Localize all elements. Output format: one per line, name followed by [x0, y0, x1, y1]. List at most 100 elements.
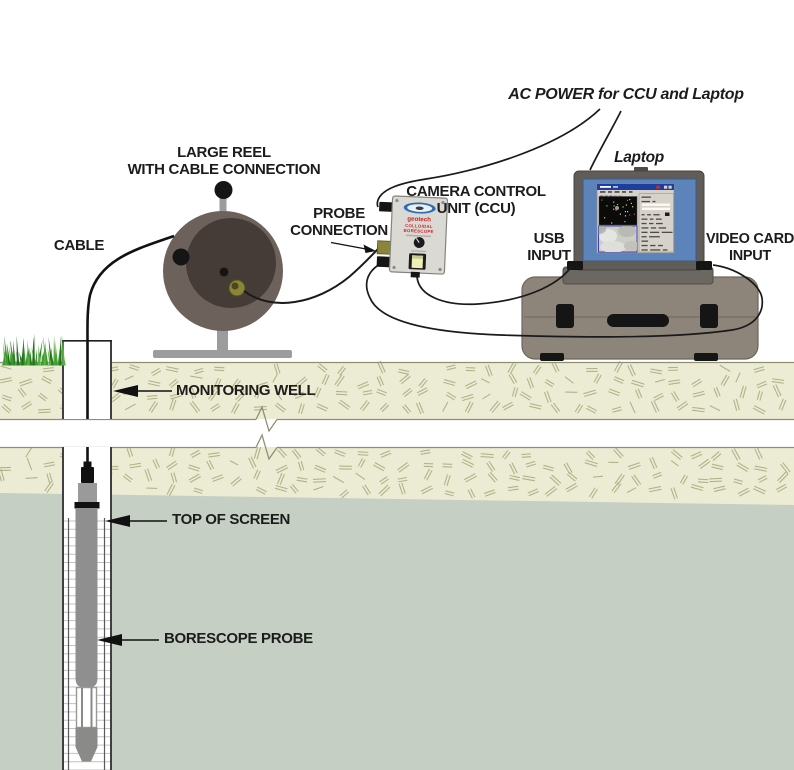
hatch-stroke — [152, 459, 158, 469]
soil-hatch-mark — [208, 452, 220, 458]
soil-hatch-mark — [465, 367, 476, 372]
soil-hatch-mark — [423, 462, 434, 468]
laptop-label: Laptop — [614, 149, 664, 166]
hatch-stroke — [296, 479, 308, 483]
hatch-stroke — [611, 481, 620, 492]
hatch-stroke — [566, 462, 573, 473]
probe-body — [75, 508, 98, 688]
hatch-stroke — [206, 461, 212, 471]
hatch-stroke — [256, 486, 267, 493]
hatch-stroke — [585, 452, 594, 460]
hatch-stroke — [690, 486, 703, 492]
screen-speckle — [601, 199, 603, 201]
soil-hatch-mark — [564, 376, 574, 384]
soil-hatch-mark — [25, 446, 33, 458]
hatch-stroke — [256, 381, 268, 387]
hatch-stroke — [230, 378, 239, 390]
hatch-stroke — [609, 388, 621, 394]
hatch-stroke — [613, 483, 622, 494]
video-cable — [365, 263, 764, 338]
soil-hatch-mark — [272, 373, 278, 383]
hatch-stroke — [501, 450, 509, 458]
hatch-stroke — [420, 485, 432, 492]
hatch-stroke — [277, 449, 285, 458]
soil-hatch-mark — [652, 471, 663, 479]
hatch-stroke — [691, 453, 703, 460]
hatch-stroke — [508, 488, 519, 492]
soil-hatch-mark — [713, 386, 721, 398]
hatch-stroke — [739, 490, 750, 497]
hatch-stroke — [293, 391, 305, 397]
soil-hatch-mark — [274, 484, 288, 493]
soil-hatch-mark — [486, 460, 496, 472]
hatch-stroke — [775, 483, 786, 491]
soil-hatch-mark — [359, 400, 370, 412]
break-band — [0, 405, 794, 461]
reel-to-ccu-cable — [243, 248, 379, 304]
soil-hatch-mark — [235, 390, 247, 403]
soil-hatch-mark — [653, 392, 665, 401]
usb-input-line1: USB — [533, 230, 565, 247]
ui-text-dash — [658, 227, 667, 229]
hatch-stroke — [124, 473, 133, 481]
hatch-stroke — [274, 487, 287, 493]
hatch-stroke — [216, 378, 222, 390]
callout-arrows — [97, 241, 376, 646]
hatch-stroke — [544, 381, 553, 388]
soil-hatch-mark — [296, 476, 308, 483]
ccu-screw — [395, 198, 399, 203]
subsoil-layer — [0, 493, 794, 770]
hatch-stroke — [379, 476, 388, 483]
soil-hatch-mark — [670, 460, 679, 467]
hatch-stroke — [779, 473, 789, 484]
ui-text-dash — [661, 231, 673, 233]
soil-hatch-mark — [679, 474, 688, 485]
soil-hatch-mark — [733, 398, 740, 411]
soil-hatch-mark — [551, 361, 560, 373]
hatch-stroke — [254, 385, 259, 398]
screen-speckle — [613, 205, 615, 207]
hatch-stroke — [673, 391, 680, 401]
hatch-stroke — [462, 396, 474, 402]
hatch-stroke — [756, 390, 761, 400]
soil-hatch-mark — [690, 483, 704, 492]
hatch-stroke — [771, 378, 785, 381]
soil-hatch-mark — [586, 367, 598, 373]
hatch-stroke — [752, 407, 765, 415]
hatch-stroke — [154, 458, 161, 468]
soil-hatch-mark — [711, 463, 724, 471]
hatch-stroke — [754, 485, 767, 492]
hatch-stroke — [279, 447, 288, 457]
hatch-stroke — [467, 489, 473, 499]
hatch-stroke — [397, 476, 407, 480]
soil-hatch-mark — [754, 465, 768, 472]
hatch-stroke — [733, 448, 741, 460]
ui-text-dash — [641, 249, 648, 251]
hatch-stroke — [444, 379, 456, 384]
hatch-stroke — [248, 457, 254, 469]
hatch-stroke — [628, 464, 641, 470]
soil-hatch-mark — [256, 381, 269, 389]
hatch-stroke — [378, 484, 389, 495]
laptop — [562, 167, 714, 285]
hatch-stroke — [358, 383, 370, 390]
soil-hatch-mark — [464, 401, 474, 414]
soil-hatch-mark — [231, 402, 240, 414]
hatch-stroke — [532, 364, 540, 374]
soil-hatch-mark — [543, 390, 552, 404]
hatch-stroke — [377, 361, 384, 374]
soil-hatch-mark — [482, 393, 491, 400]
hatch-stroke — [691, 409, 705, 413]
soil-hatch-mark — [362, 389, 373, 396]
soil-hatch-mark — [501, 450, 511, 460]
hatch-stroke — [509, 477, 520, 481]
particle-speckles — [601, 199, 635, 224]
hatch-stroke — [211, 405, 221, 412]
ui-text-dash — [647, 214, 651, 216]
ccu-focus-knob — [413, 237, 425, 248]
break-band-fill — [0, 420, 794, 447]
ui-text-dash — [650, 249, 661, 251]
hatch-stroke — [426, 470, 433, 481]
hatch-stroke — [648, 486, 661, 490]
grass-blade — [50, 350, 54, 366]
